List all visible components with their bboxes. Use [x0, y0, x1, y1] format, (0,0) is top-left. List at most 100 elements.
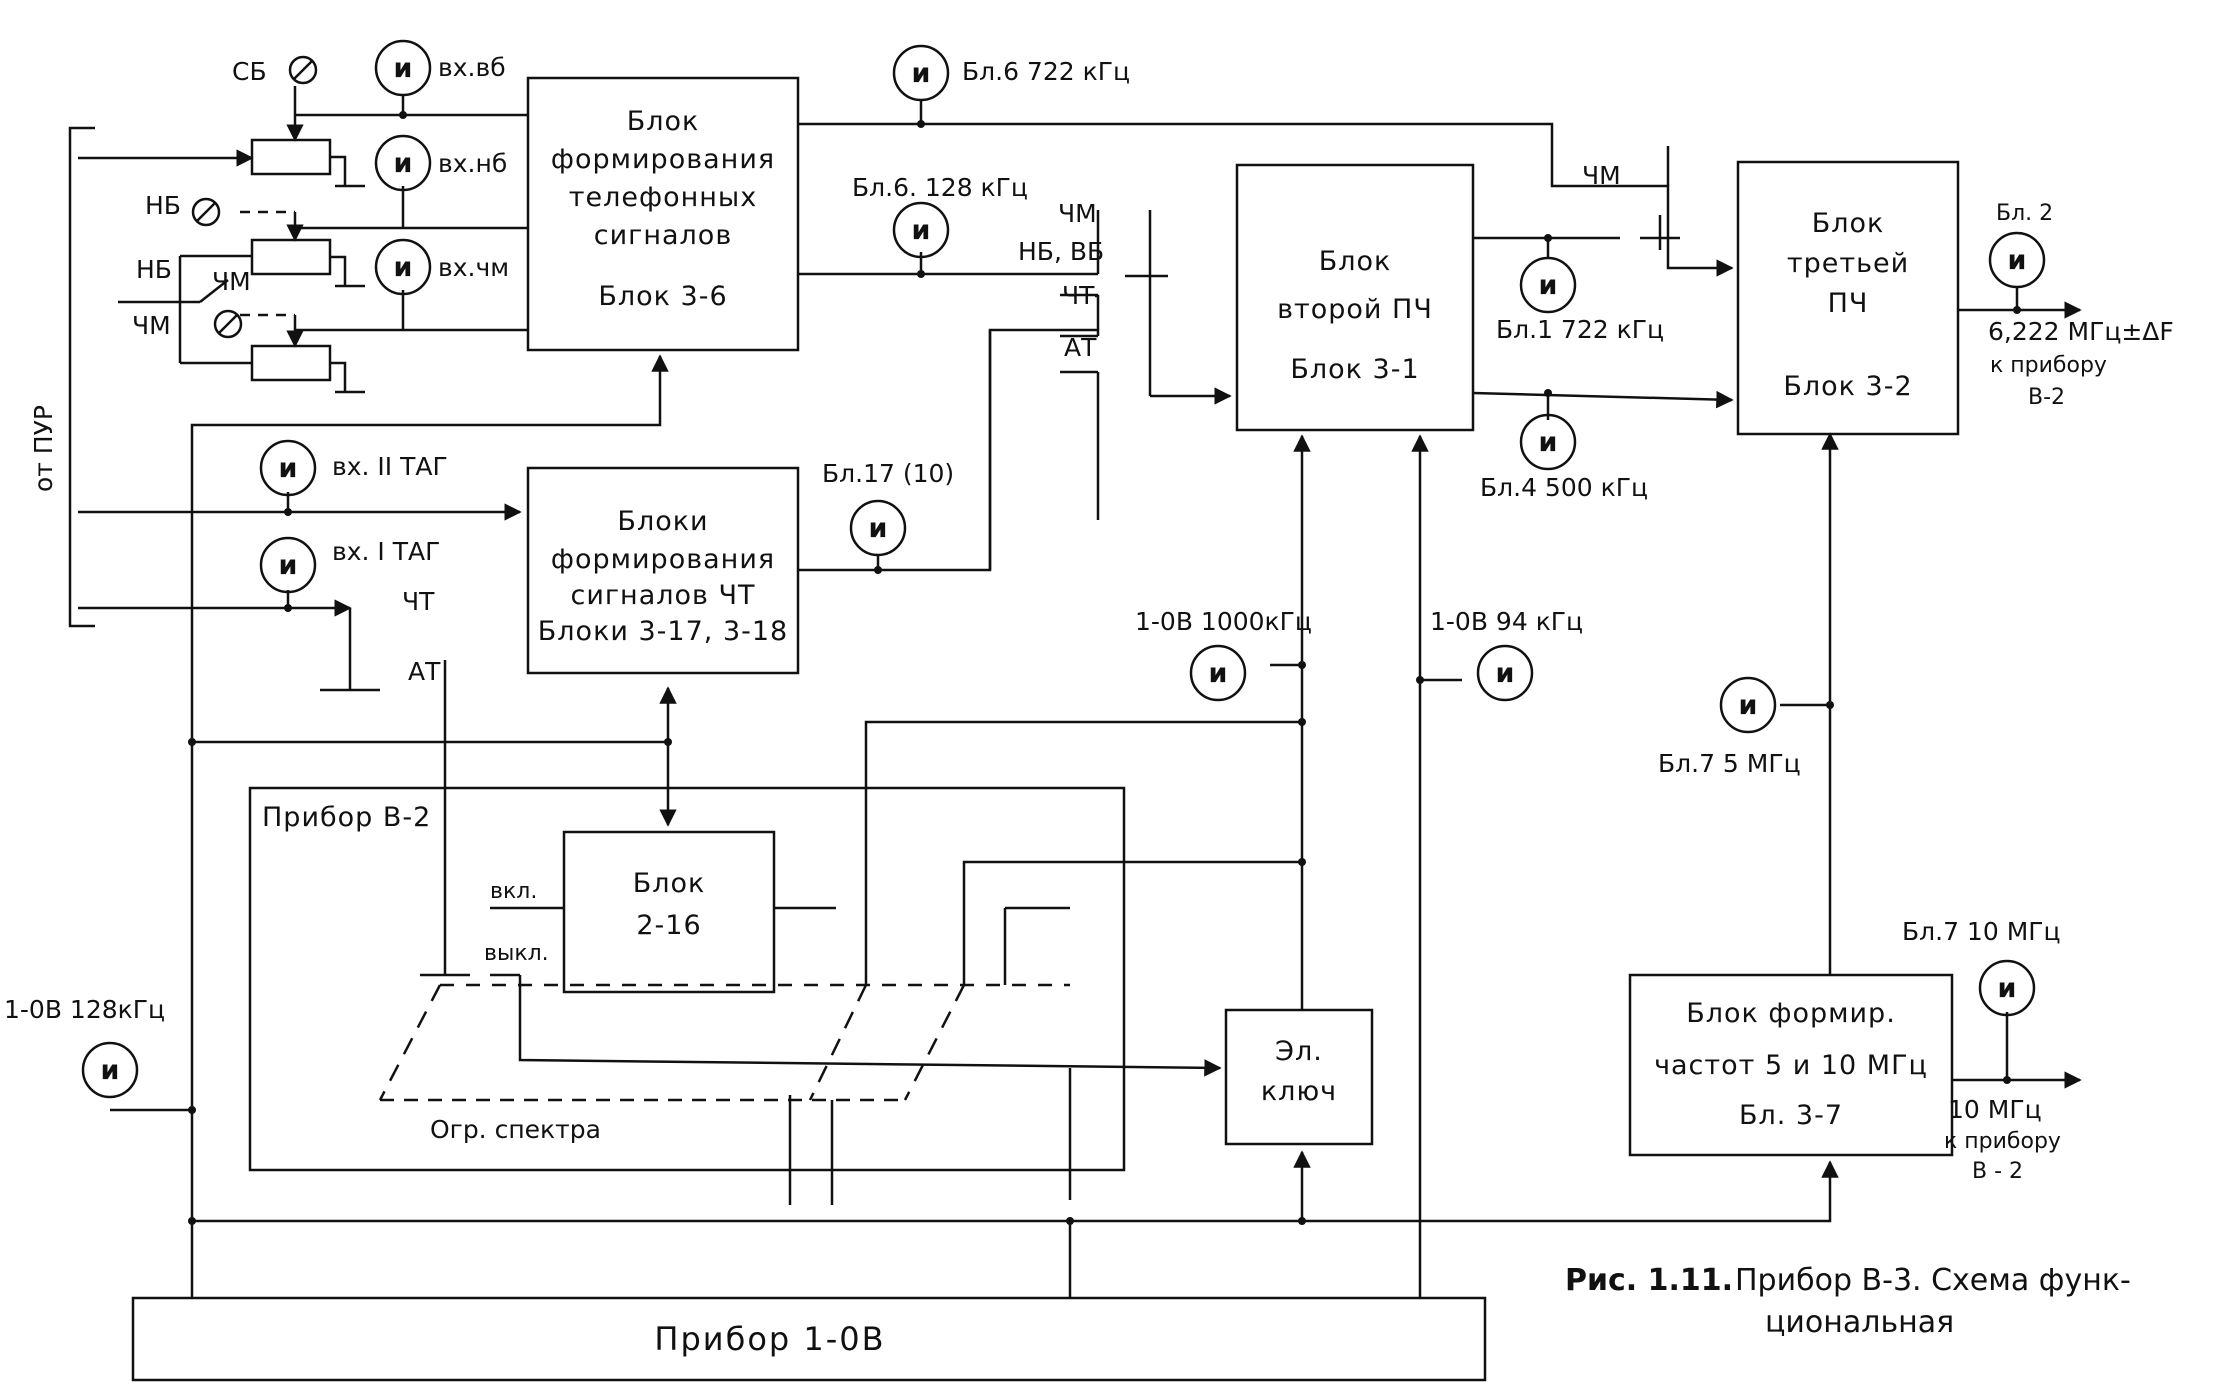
label-bus-at: АТ: [1064, 333, 1097, 362]
block-3-6-line: формирования: [551, 144, 775, 175]
label-at-in: АТ: [408, 657, 441, 686]
meter-symbol: и: [1496, 658, 1515, 689]
label-bl17: Бл.17 (10): [822, 459, 954, 488]
block-3-2: [1736, 160, 1960, 436]
label-bus-cht: ЧТ: [1062, 281, 1095, 310]
electronic-key-line: ключ: [1261, 1076, 1337, 1107]
label-1-0v-94: 1-0В 94 кГц: [1430, 607, 1583, 636]
electronic-key-block: [1224, 1008, 1374, 1146]
block-3-1: [1235, 163, 1475, 432]
block-3-6-line: сигналов: [594, 220, 732, 251]
label-1-0v-128: 1-0В 128кГц: [4, 995, 165, 1024]
label-chm-switch-left: ЧМ: [132, 311, 171, 340]
meter-symbol: и: [1998, 973, 2017, 1004]
label-nb-switch: НБ: [136, 255, 172, 284]
meter-vx-nb: [374, 134, 432, 192]
label-bl1-722: Бл.1 722 кГц: [1496, 315, 1664, 344]
block-3-2-line: Блок 3-2: [1783, 371, 1912, 402]
meter-vx-1-tag: [259, 536, 317, 594]
resistor-2: [250, 238, 332, 276]
label-bl6-128: Бл.6. 128 кГц: [852, 173, 1028, 202]
meter-symbol: и: [394, 148, 413, 179]
pur-bracket: [68, 126, 95, 628]
block-3-1-line: Блок 3-1: [1290, 354, 1419, 385]
block-3-6-line: телефонных: [569, 182, 757, 213]
meter-vx-2-tag: [259, 439, 317, 497]
label-bl6-722: Бл.6 722 кГц: [962, 57, 1130, 86]
label-b2-bottom: В - 2: [1972, 1159, 2023, 1184]
caption-line-2: циональная: [1765, 1305, 1954, 1340]
block-3-17-line: сигналов ЧТ: [570, 580, 755, 611]
meter-symbol: и: [1209, 658, 1228, 689]
device-b2-frame: [248, 786, 1126, 1172]
label-vx-1-tag: вх. I ТАГ: [332, 537, 440, 566]
label-bl4-500: Бл.4 500 кГц: [1480, 473, 1648, 502]
label-bus-chm: ЧМ: [1058, 199, 1097, 228]
meter-1-0v-94: [1476, 644, 1534, 702]
meter-symbol: и: [394, 252, 413, 283]
label-vkl: вкл.: [490, 879, 537, 904]
block-3-17-line: формирования: [551, 544, 775, 575]
block-3-17-line: Блоки: [617, 506, 708, 537]
meter-bl6-722: [892, 44, 950, 102]
label-out-6222: 6,222 МГц±ΔF: [1988, 317, 2174, 346]
resistor-3: [250, 344, 332, 382]
block-3-7-line: Бл. 3-7: [1739, 1100, 1843, 1131]
label-b2-top: В-2: [2028, 385, 2065, 410]
label-k-priboru-top: к прибору: [1990, 353, 2107, 378]
block-3-1-line: второй ПЧ: [1277, 294, 1433, 325]
label-1-0v-1000: 1-0В 1000кГц: [1135, 607, 1312, 636]
label-vx-2-tag: вх. II ТАГ: [332, 452, 448, 481]
device-1-0v-block: [131, 1296, 1487, 1382]
block-3-2-line: Блок: [1812, 208, 1885, 239]
meter-1-0v-128: [81, 1041, 139, 1099]
block-2-16-line: Блок: [633, 868, 706, 899]
meter-vx-vb: [374, 39, 432, 97]
meter-vx-chm: [374, 238, 432, 296]
meter-symbol: и: [101, 1055, 120, 1086]
block-2-16: [562, 830, 776, 994]
label-chm-switch-top: ЧМ: [212, 267, 251, 296]
meter-bl7-10: [1978, 959, 2036, 1017]
device-b2-label: Прибор В-2: [262, 802, 431, 833]
meter-1-0v-1000: [1189, 644, 1247, 702]
label-bl2: Бл. 2: [1996, 201, 2053, 226]
meter-symbol: и: [912, 215, 931, 246]
label-out-10: 10 МГц: [1948, 1095, 2042, 1124]
label-vx-chm: вх.чм: [438, 253, 509, 282]
block-3-7-line: частот 5 и 10 МГц: [1654, 1050, 1928, 1081]
block-3-6-line: Блок 3-6: [598, 281, 727, 312]
block-2-16-line: 2-16: [636, 910, 701, 941]
block-3-2-line: третьей: [1787, 248, 1909, 279]
device-1-0v-label: Прибор 1-0В: [654, 1320, 885, 1358]
label-vykl: выкл.: [484, 941, 549, 966]
meter-bl2: [1988, 231, 2046, 289]
label-cht-in: ЧТ: [402, 587, 435, 616]
caption-line-1: Прибор В-3. Схема функ-: [1735, 1263, 2131, 1298]
meter-symbol: и: [1539, 427, 1558, 458]
block-3-6-line: Блок: [627, 106, 700, 137]
label-chm-top: ЧМ: [1582, 161, 1621, 190]
meter-symbol: и: [912, 58, 931, 89]
block-3-1-line: Блок: [1319, 246, 1392, 277]
label-k-priboru-bottom: к прибору: [1944, 1129, 2061, 1154]
block-3-2-line: ПЧ: [1828, 288, 1869, 319]
label-nb: НБ: [145, 191, 181, 220]
meter-bl7-5: [1719, 676, 1777, 734]
label-bus-nb-vb: НБ, ВБ: [1018, 237, 1104, 266]
label-vx-nb: вх.нб: [438, 149, 507, 178]
meter-bl17: [849, 499, 907, 557]
meter-bl4-500: [1519, 413, 1577, 471]
meter-symbol: и: [1539, 270, 1558, 301]
label-ot-pur: от ПУР: [29, 405, 58, 492]
electronic-key-line: Эл.: [1275, 1036, 1323, 1067]
block-3-7-line: Блок формир.: [1686, 998, 1896, 1029]
meter-bl6-128: [892, 201, 950, 259]
label-vx-vb: вх.вб: [438, 53, 506, 82]
meter-symbol: и: [279, 453, 298, 484]
meter-symbol: и: [279, 550, 298, 581]
block-3-7: [1628, 973, 1954, 1157]
resistor-1: [250, 138, 332, 176]
meter-symbol: и: [1739, 690, 1758, 721]
